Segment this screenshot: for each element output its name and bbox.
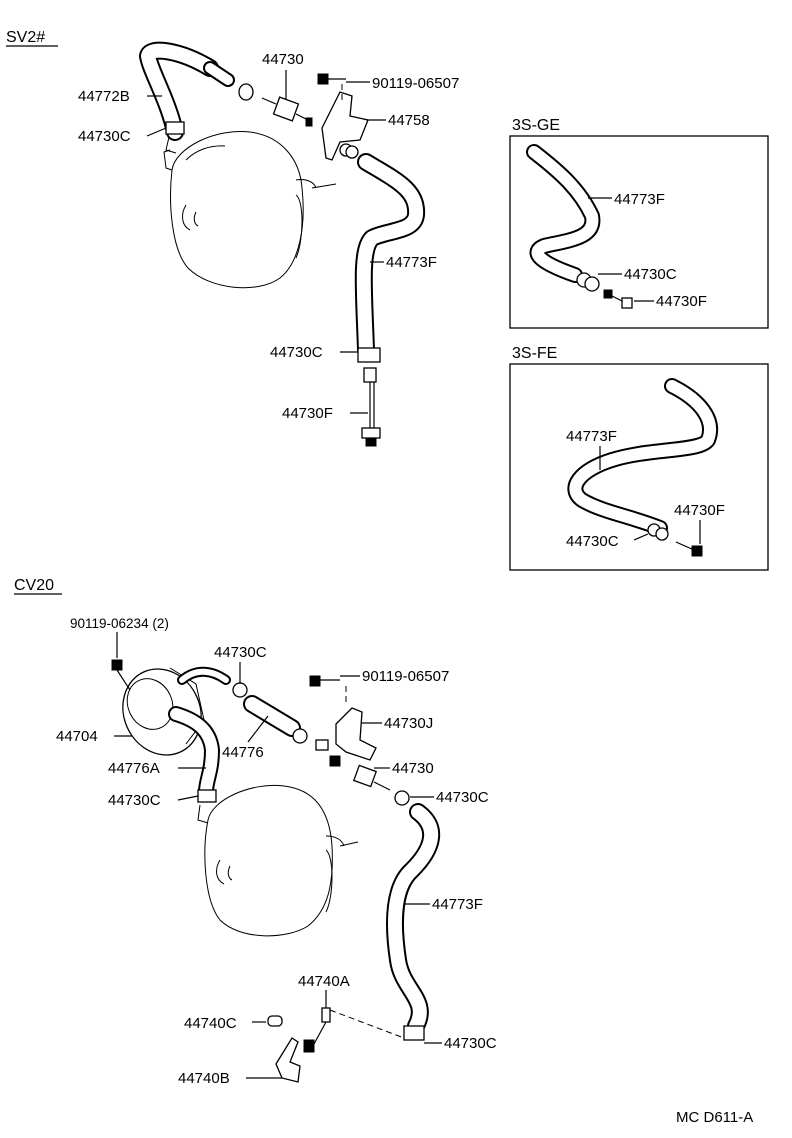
label-44730J: 44730J <box>384 715 433 732</box>
diagram-code: MC D611-A <box>676 1109 753 1126</box>
label-44730-sv2: 44730 <box>262 51 304 68</box>
section-title-sv2: SV2# <box>6 29 45 46</box>
fitting-44740A <box>303 1007 405 1053</box>
label-44730C-cv-left: 44730C <box>108 792 161 809</box>
label-44730F-sv2: 44730F <box>282 405 333 422</box>
label-44776: 44776 <box>222 744 264 761</box>
label-44740C: 44740C <box>184 1015 237 1032</box>
clip-44730C-cv-left <box>197 789 217 803</box>
label-44730C-3s-ge: 44730C <box>624 266 677 283</box>
label-90119-06234: 90119-06234 (2) <box>70 616 169 631</box>
fitting-44730F-3s-ge <box>603 289 633 309</box>
bracket-44740B <box>275 1037 301 1083</box>
clip-44730C-cv-bottom <box>403 1025 425 1041</box>
label-44730-cv: 44730 <box>392 760 434 777</box>
label-44730F-3s-ge: 44730F <box>656 293 707 310</box>
hose-44773F-cv20 <box>385 803 441 1035</box>
vacuum-pump-44704 <box>122 666 231 756</box>
section-title-3s-fe: 3S-FE <box>512 345 557 362</box>
hose-44773F-3s-ge <box>526 144 601 283</box>
inset-box-3s-ge <box>509 135 769 329</box>
hose-44772B <box>139 41 235 141</box>
label-44730C-sv2-top: 44730C <box>78 128 131 145</box>
label-44758: 44758 <box>388 112 430 129</box>
label-44773F-sv2: 44773F <box>386 254 437 271</box>
label-44772B: 44772B <box>78 88 130 105</box>
label-44773F-cv20: 44773F <box>432 896 483 913</box>
clip-44730C-cv-top <box>232 682 248 698</box>
label-90119-06507-cv: 90119-06507 <box>362 668 449 685</box>
section-title-3s-ge: 3S-GE <box>512 117 560 134</box>
bracket-44758 <box>321 91 369 161</box>
fitting-44730F-3s-fe <box>675 541 703 557</box>
label-44730C-sv2-bottom: 44730C <box>270 344 323 361</box>
label-44730C-cv-right: 44730C <box>436 789 489 806</box>
label-44740A: 44740A <box>298 973 350 990</box>
section-title-cv20: CV20 <box>14 577 54 594</box>
hose-44773F-sv2 <box>354 153 426 359</box>
fitting-44730F-sv2 <box>361 367 381 447</box>
label-44730C-cv-bottom: 44730C <box>444 1035 497 1052</box>
bolt-90119-06234 <box>111 659 131 691</box>
label-44704: 44704 <box>56 728 98 745</box>
label-44776A: 44776A <box>108 760 160 777</box>
brake-booster-cv20 <box>204 784 359 937</box>
check-valve-44730-cv <box>315 739 391 791</box>
hose-44773F-3s-fe <box>567 378 718 536</box>
label-44730F-3s-fe: 44730F <box>674 502 725 519</box>
hose-44776A <box>168 706 220 800</box>
label-90119-06507-sv2: 90119-06507 <box>372 75 459 92</box>
bolt-90119-06507-cv <box>309 675 347 706</box>
bolt-90119-06507-sv2 <box>317 73 346 104</box>
label-44730C-cv-top: 44730C <box>214 644 267 661</box>
check-valve-44730-sv2 <box>238 83 313 127</box>
label-44730C-3s-fe: 44730C <box>566 533 619 550</box>
cap-44740C <box>267 1015 283 1027</box>
clip-44730C-top <box>165 121 185 135</box>
label-44773F-3s-ge: 44773F <box>614 191 665 208</box>
inset-box-3s-fe <box>509 363 769 571</box>
label-44740B: 44740B <box>178 1070 230 1087</box>
clip-44730C-sv2-bottom <box>357 347 381 363</box>
label-44773F-3s-fe: 44773F <box>566 428 617 445</box>
hose-44776 <box>243 695 301 737</box>
bracket-44730J <box>335 707 377 761</box>
brake-booster-sv2 <box>163 130 337 289</box>
